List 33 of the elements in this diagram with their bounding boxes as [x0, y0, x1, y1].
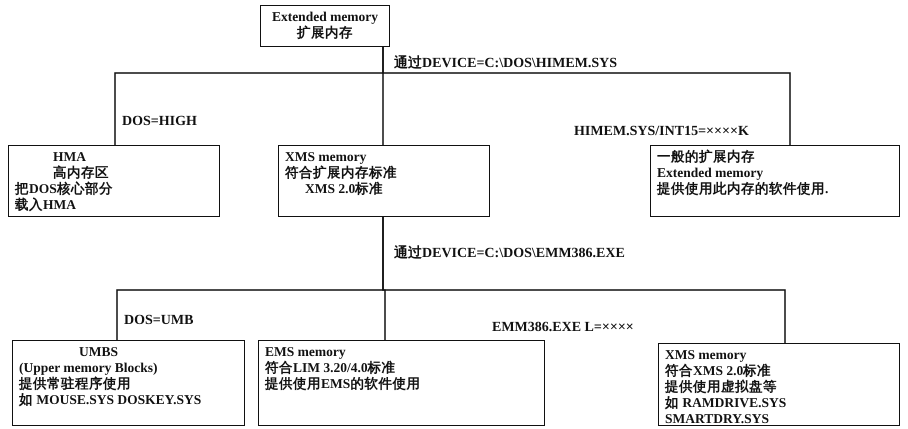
box-text: Extended memory 扩展内存: [270, 9, 380, 41]
box-text: (Upper memory Blocks): [19, 360, 158, 376]
box-text: 如 RAMDRIVE.SYS SMARTDRY.SYS: [665, 395, 788, 427]
box-text: 如 MOUSE.SYS DOSKEY.SYS: [19, 392, 202, 408]
box-text: Extended memory: [657, 165, 764, 181]
memory-box: [8, 145, 220, 217]
connector-line: [382, 47, 791, 145]
memory-box: [258, 340, 545, 426]
box-text: 把DOS核心部分: [15, 181, 114, 197]
box-text: 提供常驻程序使用: [19, 376, 132, 392]
box-text: XMS 2.0标准: [304, 181, 384, 197]
edge-label: 通过DEVICE=C:\DOS\EMM386.EXE: [392, 244, 627, 262]
box-text: HMA: [52, 149, 87, 165]
box-text: 提供使用虚拟盘等: [665, 379, 778, 395]
box-text: 符合XMS 2.0标准: [665, 363, 772, 379]
box-text: EMS memory: [265, 344, 347, 360]
box-text: 高内存区: [52, 165, 110, 181]
box-text: 提供使用此内存的软件使用.: [657, 181, 830, 197]
box-text: 一般的扩展内存: [657, 149, 756, 165]
edge-label: 通过DEVICE=C:\DOS\HIMEM.SYS: [392, 54, 620, 72]
box-text: 载入HMA: [15, 197, 77, 213]
memory-box: [12, 340, 245, 426]
box-text: 符合扩展内存标准: [285, 165, 398, 181]
box-text: 符合LIM 3.20/4.0标准: [265, 360, 397, 376]
box-text: XMS memory: [285, 149, 368, 165]
connector-line: [382, 217, 786, 343]
box-text: 提供使用EMS的软件使用: [265, 376, 422, 392]
memory-box: [658, 343, 900, 426]
box-text: UMBS: [78, 344, 120, 360]
memory-box: [278, 145, 490, 217]
box-text: XMS memory: [665, 347, 748, 363]
memory-box: [260, 5, 390, 47]
memory-box: [650, 145, 900, 217]
